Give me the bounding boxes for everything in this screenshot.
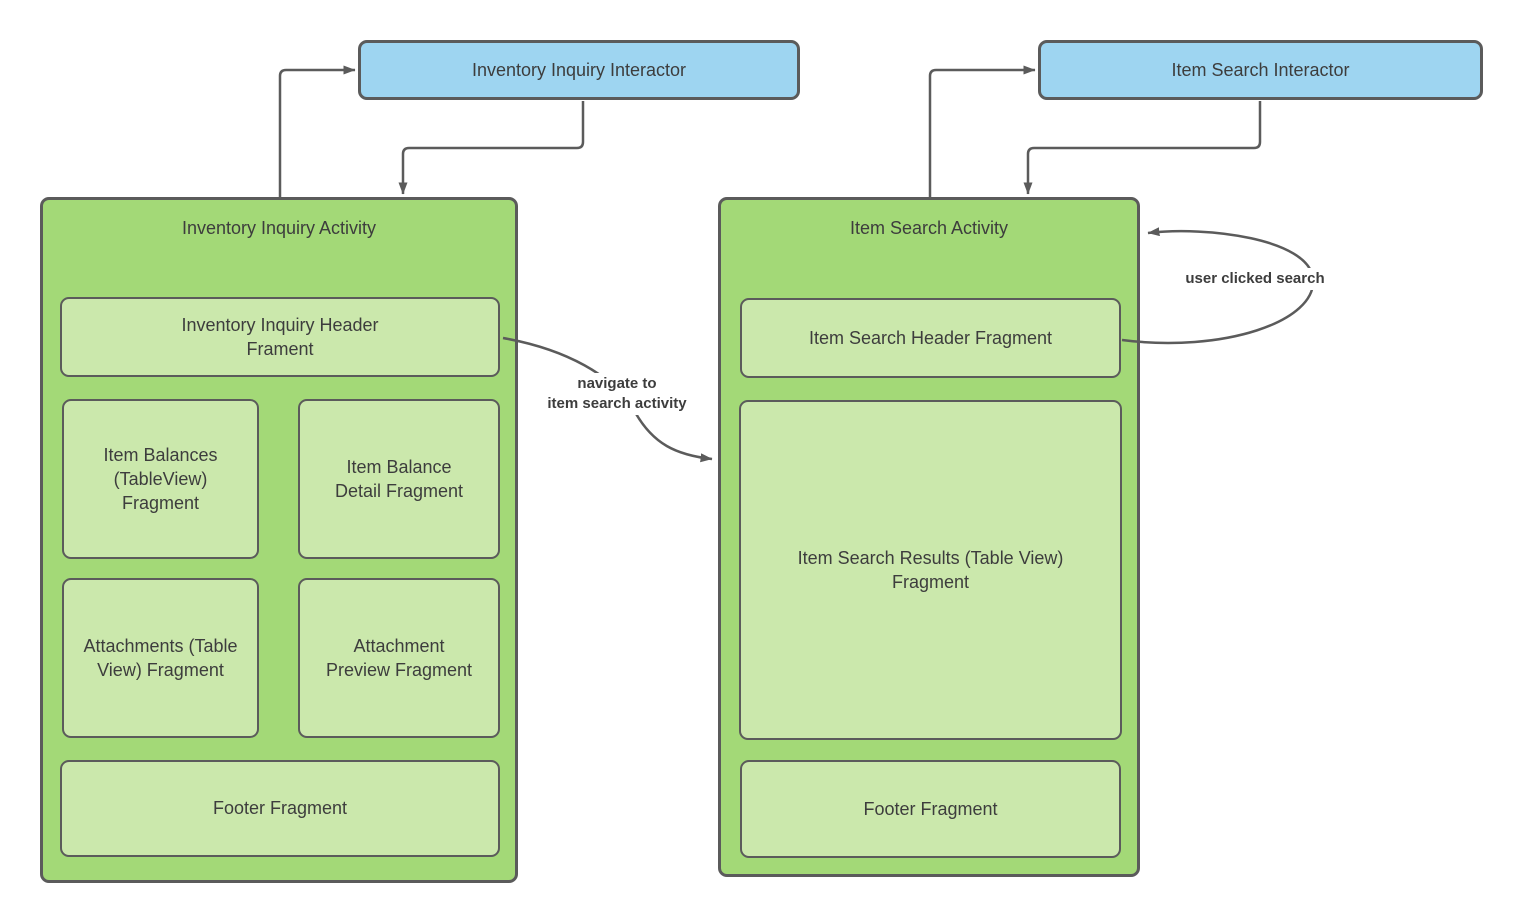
attachment-preview-fragment: Attachment Preview Fragment xyxy=(298,578,500,738)
inventory-inquiry-interactor-label: Inventory Inquiry Interactor xyxy=(471,59,687,80)
inventory-inquiry-header-fragment: Inventory Inquiry Header Frament xyxy=(60,297,500,377)
item-search-interactor-box: Item Search Interactor xyxy=(1038,40,1483,100)
item-balance-detail-fragment: Item Balance Detail Fragment xyxy=(298,399,500,559)
arrow-search-activity-to-interactor xyxy=(928,65,1036,197)
item-balance-detail-fragment-label: Item Balance Detail Fragment xyxy=(334,456,464,501)
inventory-footer-fragment-label: Footer Fragment xyxy=(212,798,348,819)
attachments-fragment-label: Attachments (Table View) Fragment xyxy=(83,635,238,680)
search-footer-fragment: Footer Fragment xyxy=(740,760,1121,858)
user-clicked-search-edge-label: user clicked search xyxy=(1160,268,1350,290)
item-balances-fragment-label: Item Balances (TableView) Fragment xyxy=(103,444,218,514)
inventory-footer-fragment: Footer Fragment xyxy=(60,760,500,857)
inventory-inquiry-interactor-box: Inventory Inquiry Interactor xyxy=(358,40,800,100)
inventory-inquiry-activity-title: Inventory Inquiry Activity xyxy=(181,218,377,238)
item-balances-fragment: Item Balances (TableView) Fragment xyxy=(62,399,259,559)
item-search-results-fragment-label: Item Search Results (Table View) Fragmen… xyxy=(797,547,1064,592)
inventory-inquiry-header-fragment-label: Inventory Inquiry Header Frament xyxy=(181,314,379,359)
search-footer-fragment-label: Footer Fragment xyxy=(863,798,998,819)
item-search-results-fragment: Item Search Results (Table View) Fragmen… xyxy=(739,400,1122,740)
arrow-search-interactor-to-activity xyxy=(1023,101,1262,195)
arrow-inventory-activity-to-interactor xyxy=(278,65,356,197)
item-search-header-fragment-label: Item Search Header Fragment xyxy=(808,327,1053,348)
navigate-edge-label: navigate to item search activity xyxy=(523,373,711,415)
item-search-activity-title: Item Search Activity xyxy=(849,218,1009,238)
item-search-header-fragment: Item Search Header Fragment xyxy=(740,298,1121,378)
attachment-preview-fragment-label: Attachment Preview Fragment xyxy=(325,635,473,680)
inventory-inquiry-activity-box: Inventory Inquiry Activity Inventory Inq… xyxy=(40,197,518,883)
item-search-activity-box: Item Search Activity Item Search Header … xyxy=(718,197,1140,877)
attachments-fragment: Attachments (Table View) Fragment xyxy=(62,578,259,738)
item-search-interactor-label: Item Search Interactor xyxy=(1171,59,1350,80)
arrow-inventory-interactor-to-activity xyxy=(398,101,585,195)
